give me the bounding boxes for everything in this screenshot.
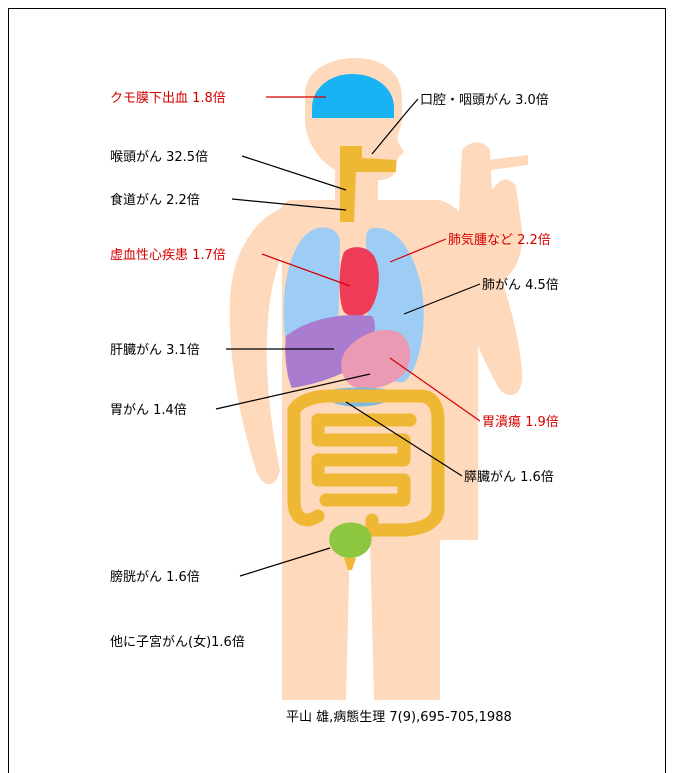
label-larynx: 喉頭がん 32.5倍	[110, 150, 208, 165]
label-emphysema: 肺気腫など 2.2倍	[448, 232, 551, 248]
label-subarachnoid: クモ膜下出血 1.8倍	[110, 91, 226, 106]
label-stomach-cancer: 胃がん 1.4倍	[110, 403, 187, 418]
citation: 平山 雄,病態生理 7(9),695-705,1988	[286, 709, 512, 725]
cigarette	[488, 155, 528, 170]
label-pancreas-cancer: 膵臓がん 1.6倍	[464, 470, 554, 485]
right-leg	[370, 540, 440, 700]
bladder-organ	[329, 522, 371, 558]
label-liver-cancer: 肝臓がん 3.1倍	[110, 343, 200, 358]
label-esophagus: 食道がん 2.2倍	[110, 192, 200, 208]
label-oral: 口腔・咽頭がん 3.0倍	[420, 93, 549, 108]
left-leg	[282, 540, 350, 700]
label-ulcer: 胃潰瘍 1.9倍	[482, 414, 559, 430]
label-lung-cancer: 肺がん 4.5倍	[482, 278, 559, 293]
label-bladder-cancer: 膀胱がん 1.6倍	[110, 569, 200, 585]
label-ischemic-heart: 虚血性心疾患 1.7倍	[110, 248, 226, 263]
label-uterine-cancer: 他に子宮がん(女)1.6倍	[110, 634, 245, 650]
